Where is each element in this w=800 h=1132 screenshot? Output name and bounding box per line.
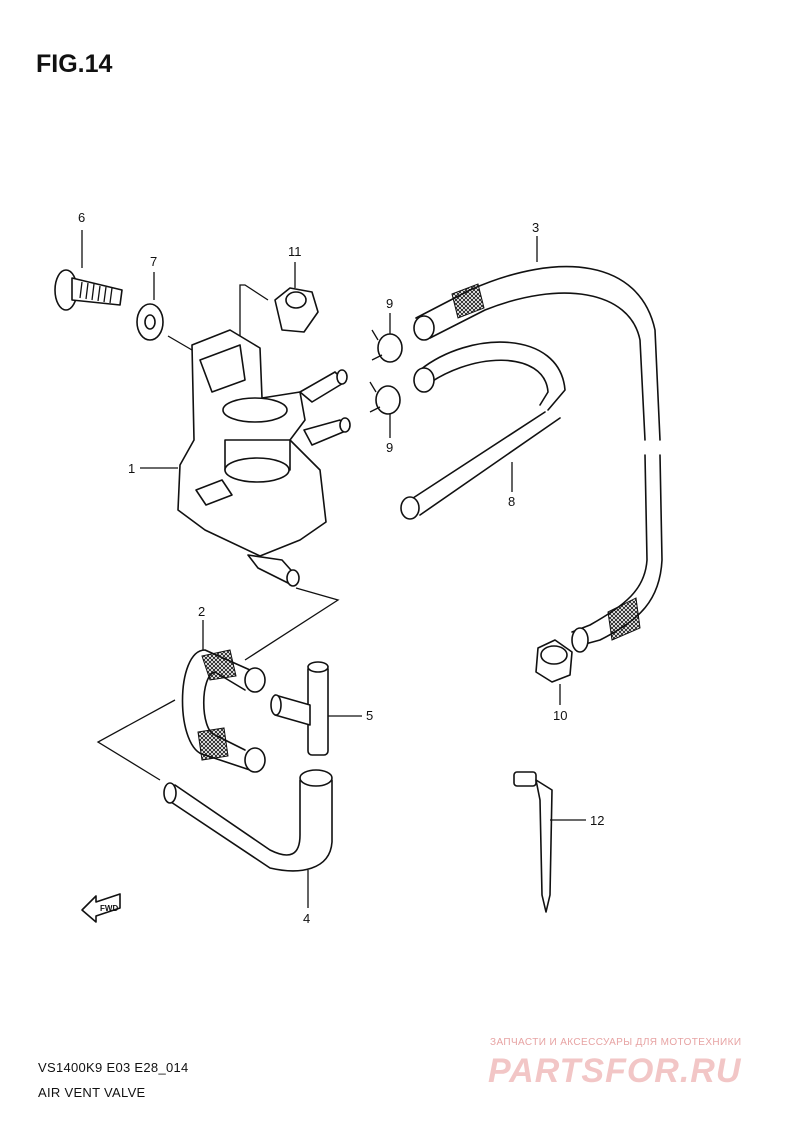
part-10-cap: [535, 639, 573, 705]
part-9-clip-upper: [371, 313, 403, 363]
section-name: AIR VENT VALVE: [38, 1085, 146, 1100]
callout-3: 3: [532, 220, 539, 235]
model-code: VS1400K9 E03 E28_014: [38, 1060, 189, 1075]
callout-10: 10: [553, 708, 567, 723]
fwd-label: FWD: [100, 904, 118, 913]
callout-4: 4: [303, 911, 310, 926]
callout-5: 5: [366, 708, 373, 723]
callout-1: 1: [128, 461, 135, 476]
part-4-hose: [163, 769, 333, 908]
part-7-washer: [136, 272, 193, 351]
callout-9-lower: 9: [386, 440, 393, 455]
callout-8: 8: [508, 494, 515, 509]
callout-12: 12: [590, 813, 604, 828]
part-6-bolt: [54, 230, 123, 311]
callout-7: 7: [150, 254, 157, 269]
callout-11: 11: [288, 244, 302, 259]
callout-2: 2: [198, 604, 205, 619]
part-11-nut: [239, 262, 319, 340]
assembly-guide-lines: [96, 587, 340, 781]
callout-6: 6: [78, 210, 85, 225]
fwd-arrow-icon: FWD: [81, 893, 121, 923]
watermark-tagline: ЗАПЧАСТИ И АКСЕССУАРЫ ДЛЯ МОТОТЕХНИКИ: [490, 1037, 742, 1048]
part-3-hose: [413, 236, 663, 653]
part-2-hose: [181, 620, 266, 773]
figure-title: FIG.14: [36, 50, 113, 78]
part-12-cable-tie: [513, 771, 586, 913]
part-5-t-joint: [270, 661, 362, 756]
watermark-logo: PARTSFOR.RU: [488, 1052, 742, 1090]
part-9-clip-lower: [369, 381, 401, 438]
part-8-hose: [400, 341, 566, 520]
part-1-valve-body: [140, 329, 351, 587]
callout-9-upper: 9: [386, 296, 393, 311]
